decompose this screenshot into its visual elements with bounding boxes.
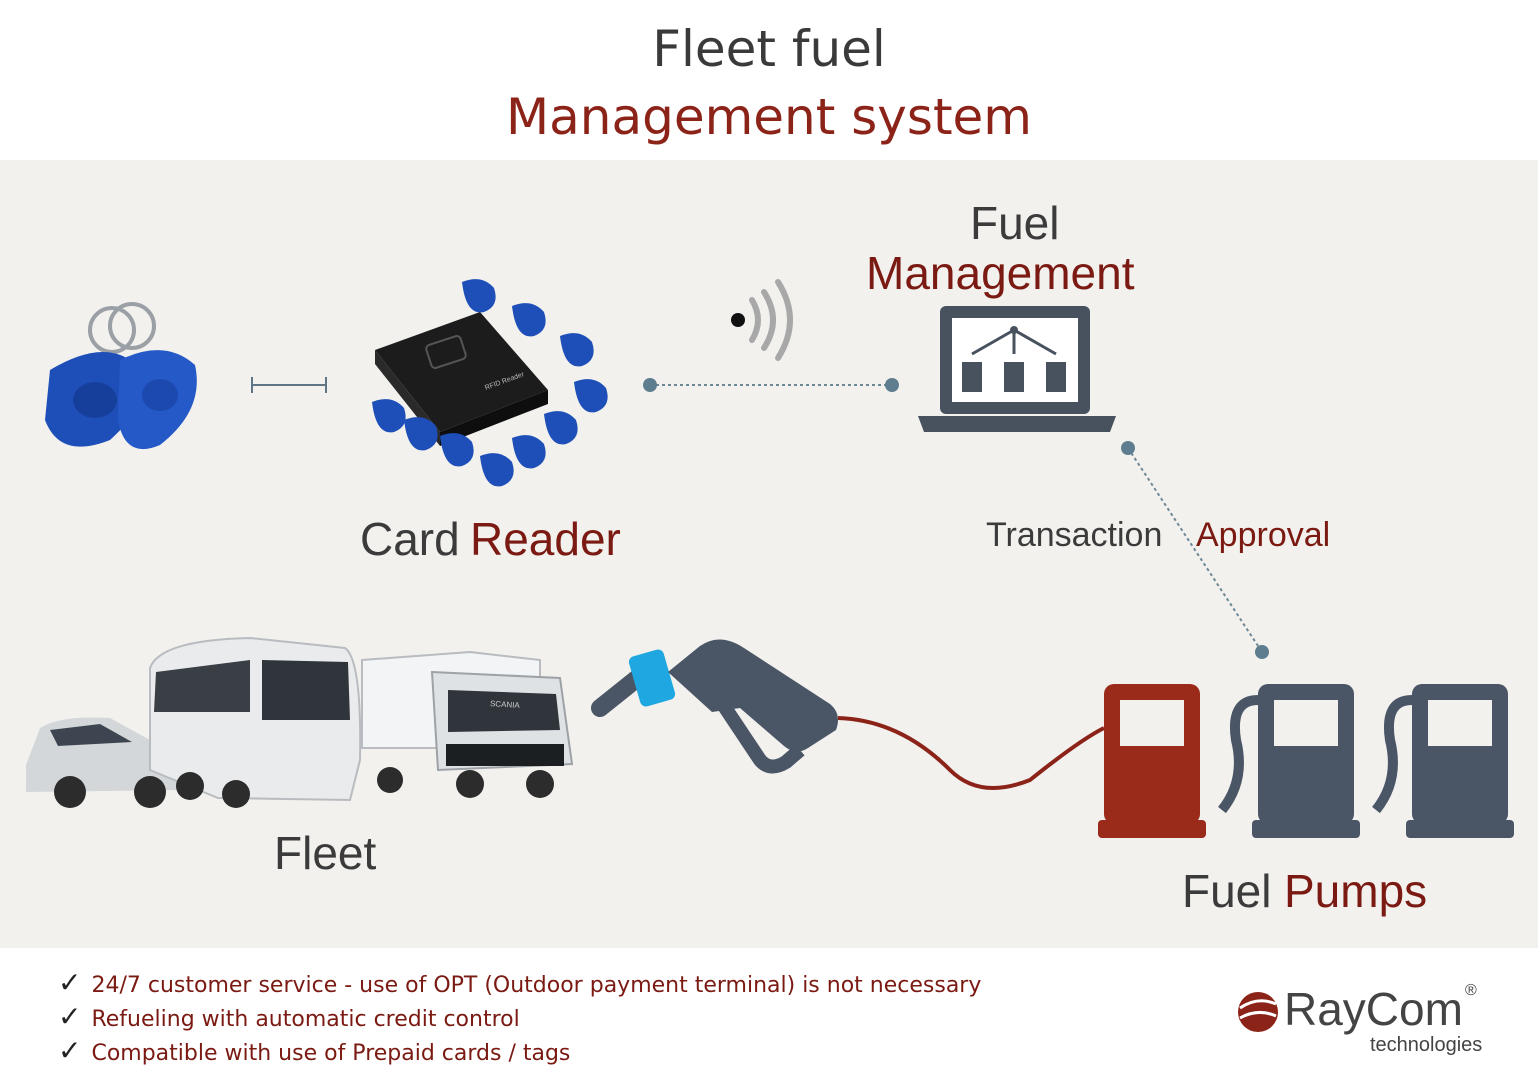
raycom-logo-icon — [1238, 992, 1278, 1032]
label-pumps-fuel: Fuel — [1182, 865, 1272, 917]
wireless-signal-icon — [731, 279, 793, 361]
keyfob-icon — [45, 302, 197, 450]
label-fuel: Fuel — [970, 197, 1060, 249]
label-reader: Reader — [470, 513, 621, 565]
feature-item-2: ✓ Refueling with automatic credit control — [58, 1000, 520, 1033]
label-transaction: Transaction — [986, 516, 1163, 554]
laptop-icon — [918, 306, 1116, 432]
check-icon: ✓ — [58, 966, 82, 999]
logo-registered: ® — [1464, 982, 1477, 999]
fuel-pump-icon — [1098, 684, 1514, 838]
feature-item-3: ✓ Compatible with use of Prepaid cards / … — [58, 1034, 570, 1067]
truck-icon — [361, 650, 574, 798]
connector-laptop-pumps — [1127, 447, 1263, 653]
raycom-logo: RayCom® technologies — [1232, 982, 1522, 1062]
label-fleet: Fleet — [274, 827, 377, 879]
rfid-reader-icon — [372, 279, 608, 487]
feature-text-3: Compatible with use of Prepaid cards / t… — [91, 1041, 571, 1066]
car-icon — [26, 717, 182, 808]
fuel-hose — [837, 716, 1105, 790]
feature-item-1: ✓ 24/7 customer service - use of OPT (Out… — [58, 966, 981, 999]
check-icon: ✓ — [58, 1034, 82, 1067]
logo-subtitle: technologies — [1370, 1034, 1483, 1056]
label-card: Card — [360, 513, 460, 565]
fuel-nozzle-icon — [591, 639, 838, 774]
bus-icon — [149, 636, 362, 808]
label-approval: Approval — [1196, 516, 1331, 554]
check-icon: ✓ — [58, 1000, 82, 1033]
label-pumps: Pumps — [1284, 865, 1428, 917]
title-line1: Fleet fuel — [652, 20, 886, 78]
feature-text-1: 24/7 customer service - use of OPT (Outd… — [91, 973, 982, 998]
feature-text-2: Refueling with automatic credit control — [91, 1007, 520, 1032]
title-line2: Management system — [505, 88, 1033, 146]
label-management: Management — [866, 247, 1135, 299]
logo-name: RayCom — [1284, 983, 1463, 1035]
